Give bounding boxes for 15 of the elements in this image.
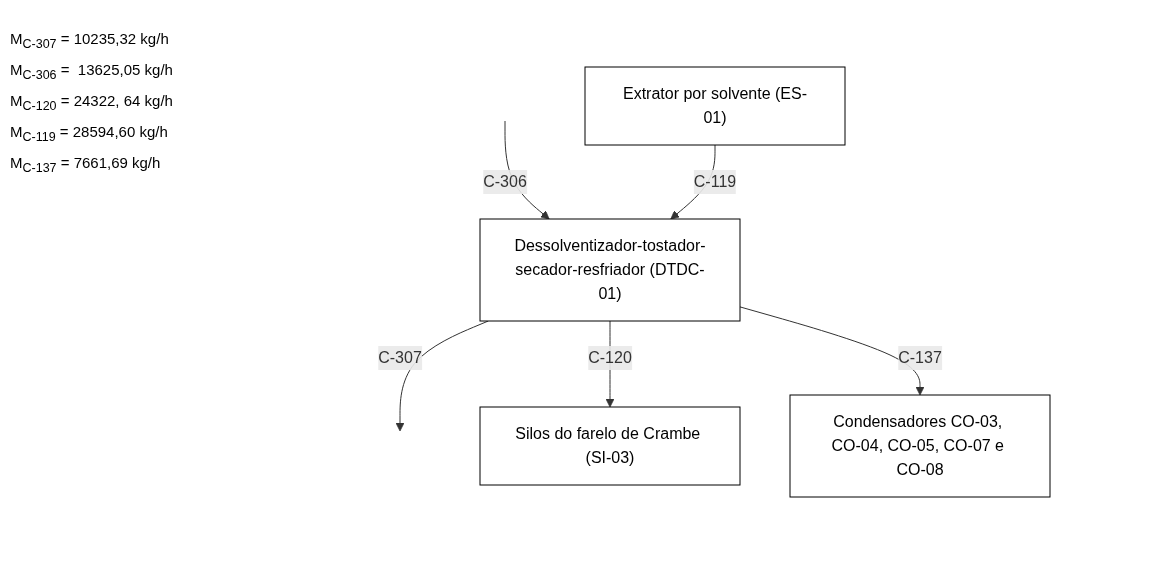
node-box: Condensadores CO-03, CO-04, CO-05, CO-07 e CO-08 [789,394,1051,497]
node-box: Extrator por solvente (ES-01) [584,66,846,145]
edge-label: C-120 [588,348,632,366]
flow-rate-label: M$_{C-306}$ = 13625,05 kg/h [10,61,174,82]
edge-label: C-137 [898,348,942,366]
edge-label: C-307 [378,348,422,366]
flow-rate-label: M$_{C-120}$ = 24322, 64 kg/h [10,92,174,113]
arrow [739,305,925,395]
node-box: Silos do farelo de Crambe (SI-03) [479,406,741,485]
edge-label: C-306 [483,172,527,190]
flow-rate-label: M$_{C-119}$ = 28594,60 kg/h [10,123,169,144]
edge-label: C-119 [693,172,737,190]
node-box: Dessolventizador-tostador-secador-resfriador (DTDC-01) [479,218,741,321]
flow-rate-label: M$_{C-137}$ = 7661,69 kg/h [10,154,162,175]
flow-rate-label: M$_{C-307}$ = 10235,32 kg/h [10,30,170,51]
